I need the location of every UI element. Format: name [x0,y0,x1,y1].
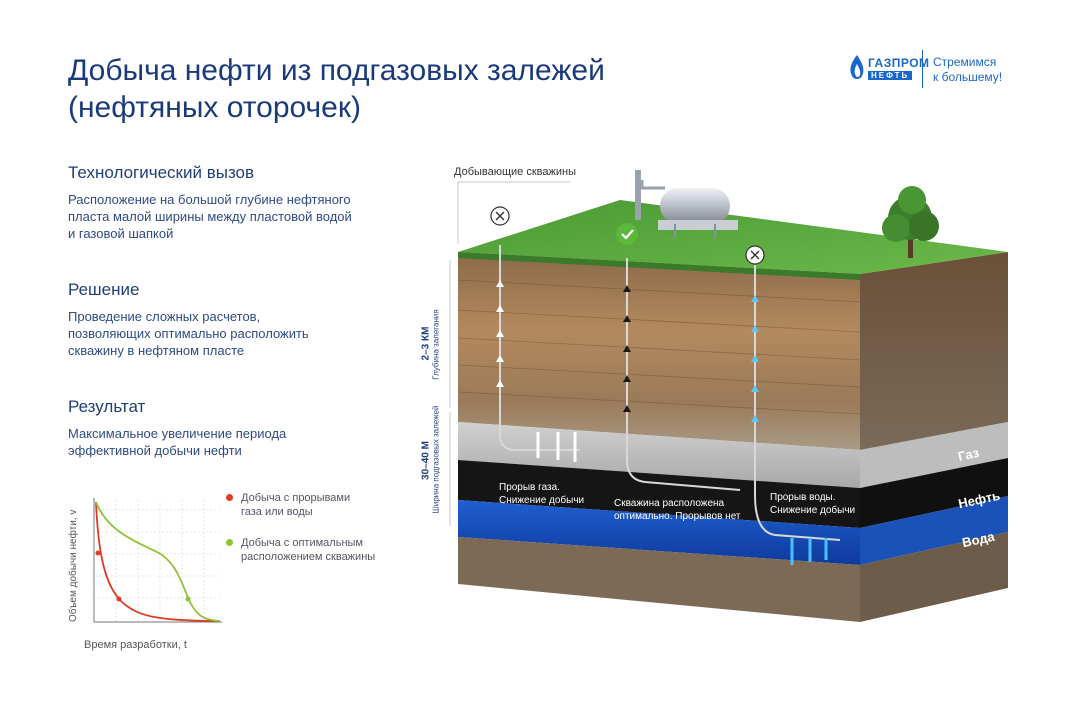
gazprom-flame-icon [850,55,864,79]
legend-text: Добыча с оптимальным [241,537,363,549]
x-axis-label: Время разработки, t [84,639,187,651]
well-1-caption: Прорыв газа. Снижение добычи [499,481,584,507]
section-text-line: и газовой шапкой [68,226,174,241]
legend-text: расположением скважины [241,551,376,563]
logo-name: ГАЗПРОМ [868,56,930,70]
caption-line: Прорыв газа. [499,482,560,493]
slogan-line-2: к большему! [933,70,1003,84]
caption-line: Снижение добычи [499,495,585,506]
sediment-layer [458,252,860,450]
gas-breakthrough-columns [536,432,577,462]
legend-text: Добыча с прорывами [241,492,351,504]
section-text-line: позволяющих оптимально расположить [68,326,309,341]
cross-icon [745,245,765,265]
title-line-2: (нефтяных оторочек) [68,91,361,124]
production-chart: Объем добычи нефти, v Время разработки, … [67,498,222,651]
caption-line: оптимально. Прорывов нет [614,511,741,522]
water-breakthrough-columns [790,538,828,565]
section-text-line: пласта малой ширины между пластовой водо… [68,209,352,224]
bedrock-layer [458,537,860,622]
section-text-line: Максимальное увеличение периода [68,426,287,441]
section-text: Расположение на большой глубине нефтяног… [68,191,352,242]
legend-item-optimal: Добыча с оптимальным расположением скваж… [241,536,375,564]
page-title: Добыча нефти из подгазовых залежей (нефт… [68,52,605,126]
strata-lines [457,279,861,415]
section-text-line: Проведение сложных расчетов, [68,309,261,324]
section-heading: Технологический вызов [68,163,255,182]
width-value: 30–40 М [420,441,432,480]
legend-swatch-breakthrough [226,494,233,501]
flow-arrows-well-3 [751,295,759,422]
section-heading: Результат [68,397,146,416]
section-text-line: Расположение на большой глубине нефтяног… [68,192,351,207]
wells-label: Добывающие скважины [454,166,576,178]
legend-text: газа или воды [241,506,313,518]
width-caption: Ширина подгазовых залежей [431,405,441,514]
caption-line: Снижение добычи [770,505,856,516]
logo-divider [922,50,923,88]
section-solution: Решение Проведение сложных расчетов, поз… [68,280,309,359]
series-line-breakthrough [95,501,221,622]
slogan-line-1: Стремимся [933,55,997,69]
section-text: Максимальное увеличение периода эффектив… [68,425,286,459]
section-result: Результат Максимальное увеличение период… [68,397,286,459]
oil-tank-icon [635,170,738,238]
water-layer [458,500,860,565]
caption-line: Прорыв воды. [770,492,836,503]
series-line-optimal [95,501,221,622]
well-1 [499,245,580,451]
well-3-caption: Прорыв воды. Снижение добычи [770,491,855,517]
block-side-face [860,252,1008,450]
y-axis-label: Объем добычи нефти, v [67,510,79,622]
grass-surface [458,200,1008,274]
water-layer-side [860,496,1008,565]
oil-layer [458,460,860,528]
chart-grid [94,500,220,622]
series-point [185,596,191,602]
legend-item-breakthrough: Добыча с прорывами газа или воды [241,491,350,519]
section-text-line: эффективной добычи нефти [68,443,242,458]
slogan: Стремимся к большему! [933,55,1002,85]
section-challenge: Технологический вызов Расположение на бо… [68,163,352,242]
flow-arrows-well-2 [623,285,631,412]
flow-arrows-well-1 [496,280,504,387]
wells-callout-line [457,181,570,244]
depth-value: 2–3 КМ [420,326,432,361]
bedrock-layer-side [860,532,1008,622]
gas-layer-side [860,422,1008,488]
oil-layer-side [860,458,1008,528]
check-icon [616,223,638,245]
logo-subname: НЕФТЬ [868,71,913,80]
oil-rim-diagram [449,170,1008,622]
grass-edge [458,252,860,280]
title-line-1: Добыча нефти из подгазовых залежей [68,54,605,87]
well-3 [754,265,841,541]
section-text-line: скважину в нефтяном пласте [68,343,245,358]
section-text: Проведение сложных расчетов, позволяющих… [68,308,309,359]
cross-icon [490,206,510,226]
series-point [116,596,122,602]
caption-line: Скважина расположена [614,498,725,509]
legend-swatch-optimal [226,539,233,546]
series-point [95,550,101,556]
tree-icon [882,186,939,258]
section-heading: Решение [68,280,140,299]
well-2-caption: Скважина расположена оптимально. Прорыво… [614,497,741,523]
